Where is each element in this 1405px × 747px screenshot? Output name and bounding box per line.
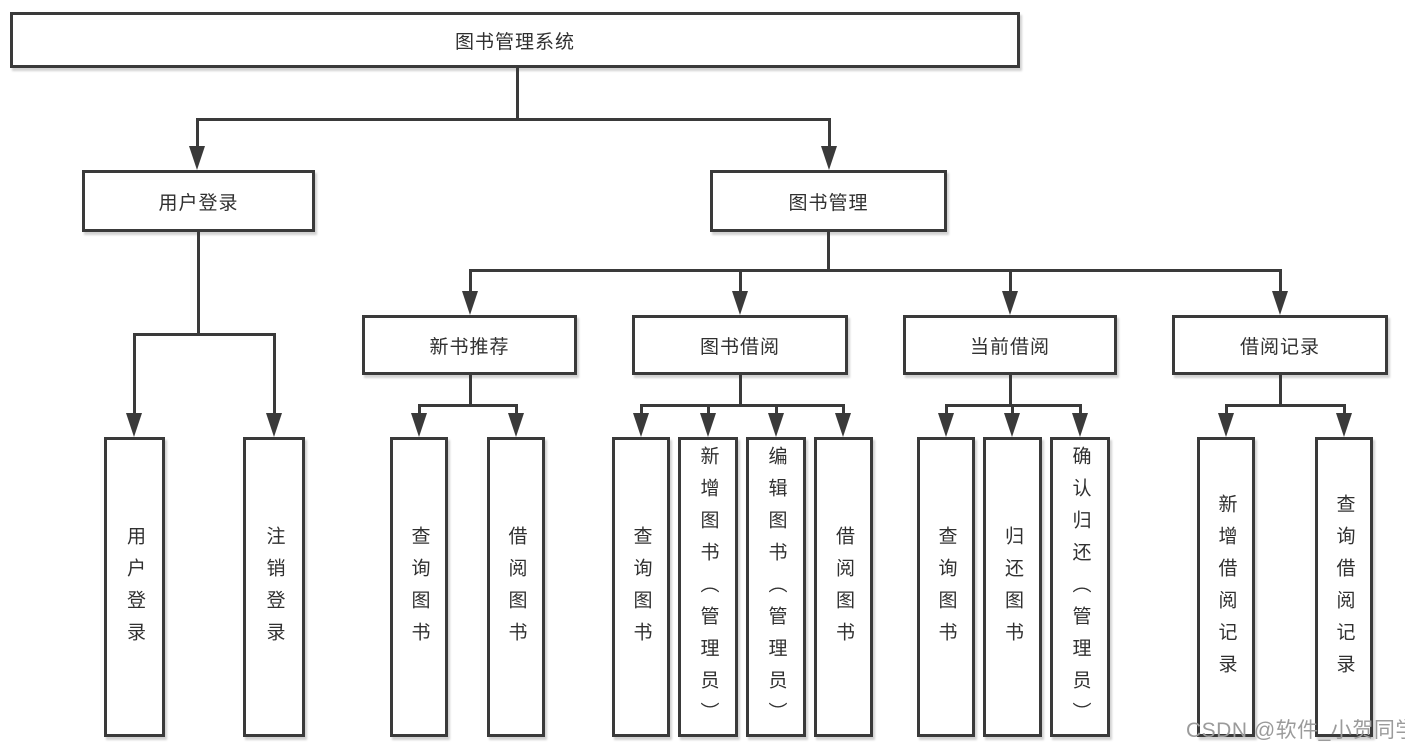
node-book-borrowing: 图书借阅 bbox=[632, 315, 848, 375]
connector-line bbox=[1009, 269, 1012, 293]
connector-arrow-down bbox=[633, 413, 649, 437]
connector-line bbox=[1343, 404, 1346, 416]
connector-arrow-down bbox=[462, 291, 478, 315]
connector-arrow-down bbox=[821, 146, 837, 170]
connector-line bbox=[828, 118, 831, 148]
connector-line bbox=[1225, 404, 1228, 416]
leaf-user-login: 用户登录 bbox=[104, 437, 165, 737]
connector-line bbox=[418, 404, 421, 416]
node-borrowing-records: 借阅记录 bbox=[1172, 315, 1388, 375]
leaf-add-borrow-record: 新增借阅记录 bbox=[1197, 437, 1255, 737]
connector-line bbox=[1011, 404, 1014, 416]
node-book-management: 图书管理 bbox=[710, 170, 947, 232]
leaf-borrow-books: 借阅图书 bbox=[814, 437, 873, 737]
connector-arrow-down bbox=[768, 413, 784, 437]
connector-line bbox=[469, 269, 1282, 272]
leaf-logout: 注销登录 bbox=[243, 437, 305, 737]
connector-arrow-down bbox=[1336, 413, 1352, 437]
csdn-watermark: CSDN @软件_小贺同学 bbox=[1186, 719, 1405, 742]
connector-line bbox=[739, 269, 742, 293]
connector-line bbox=[197, 232, 200, 336]
node-library-management-system: 图书管理系统 bbox=[10, 12, 1020, 68]
connector-line bbox=[133, 333, 136, 415]
connector-arrow-down bbox=[1002, 291, 1018, 315]
connector-arrow-down bbox=[700, 413, 716, 437]
connector-line bbox=[739, 375, 742, 407]
connector-line bbox=[418, 404, 518, 407]
connector-line bbox=[1279, 269, 1282, 293]
connector-arrow-down bbox=[835, 413, 851, 437]
leaf-query-books-recommend: 查询图书 bbox=[390, 437, 448, 737]
node-new-book-recommend: 新书推荐 bbox=[362, 315, 577, 375]
leaf-query-books-borrow: 查询图书 bbox=[612, 437, 670, 737]
connector-line bbox=[469, 375, 472, 407]
leaf-return-book: 归还图书 bbox=[983, 437, 1042, 737]
connector-arrow-down bbox=[1004, 413, 1020, 437]
connector-arrow-down bbox=[1218, 413, 1234, 437]
connector-line bbox=[707, 404, 710, 416]
leaf-edit-book-admin: 编辑图书（管理员） bbox=[746, 437, 806, 737]
connector-arrow-down bbox=[126, 413, 142, 437]
connector-arrow-down bbox=[938, 413, 954, 437]
connector-line bbox=[1279, 375, 1282, 407]
connector-line bbox=[842, 404, 845, 416]
connector-arrow-down bbox=[508, 413, 524, 437]
connector-line bbox=[827, 232, 830, 272]
node-current-borrowing: 当前借阅 bbox=[903, 315, 1117, 375]
connector-line bbox=[945, 404, 948, 416]
connector-arrow-down bbox=[1272, 291, 1288, 315]
connector-line bbox=[273, 333, 276, 415]
leaf-add-book-admin: 新增图书（管理员） bbox=[678, 437, 738, 737]
leaf-query-borrow-record: 查询借阅记录 bbox=[1315, 437, 1373, 737]
connector-line bbox=[640, 404, 844, 407]
leaf-borrow-books-recommend: 借阅图书 bbox=[487, 437, 545, 737]
connector-line bbox=[133, 333, 275, 336]
leaf-confirm-return-admin: 确认归还（管理员） bbox=[1050, 437, 1110, 737]
connector-line bbox=[775, 404, 778, 416]
connector-arrow-down bbox=[411, 413, 427, 437]
connector-line bbox=[469, 269, 472, 293]
connector-arrow-down bbox=[189, 146, 205, 170]
connector-arrow-down bbox=[266, 413, 282, 437]
connector-line bbox=[196, 118, 199, 148]
leaf-query-books-current: 查询图书 bbox=[917, 437, 975, 737]
connector-arrow-down bbox=[732, 291, 748, 315]
connector-line bbox=[516, 68, 519, 120]
node-user-login: 用户登录 bbox=[82, 170, 315, 232]
connector-line bbox=[640, 404, 643, 416]
connector-line bbox=[1009, 375, 1012, 407]
connector-line bbox=[515, 404, 518, 416]
connector-line bbox=[196, 118, 830, 121]
connector-line bbox=[1079, 404, 1082, 416]
connector-arrow-down bbox=[1072, 413, 1088, 437]
connector-line bbox=[1225, 404, 1345, 407]
